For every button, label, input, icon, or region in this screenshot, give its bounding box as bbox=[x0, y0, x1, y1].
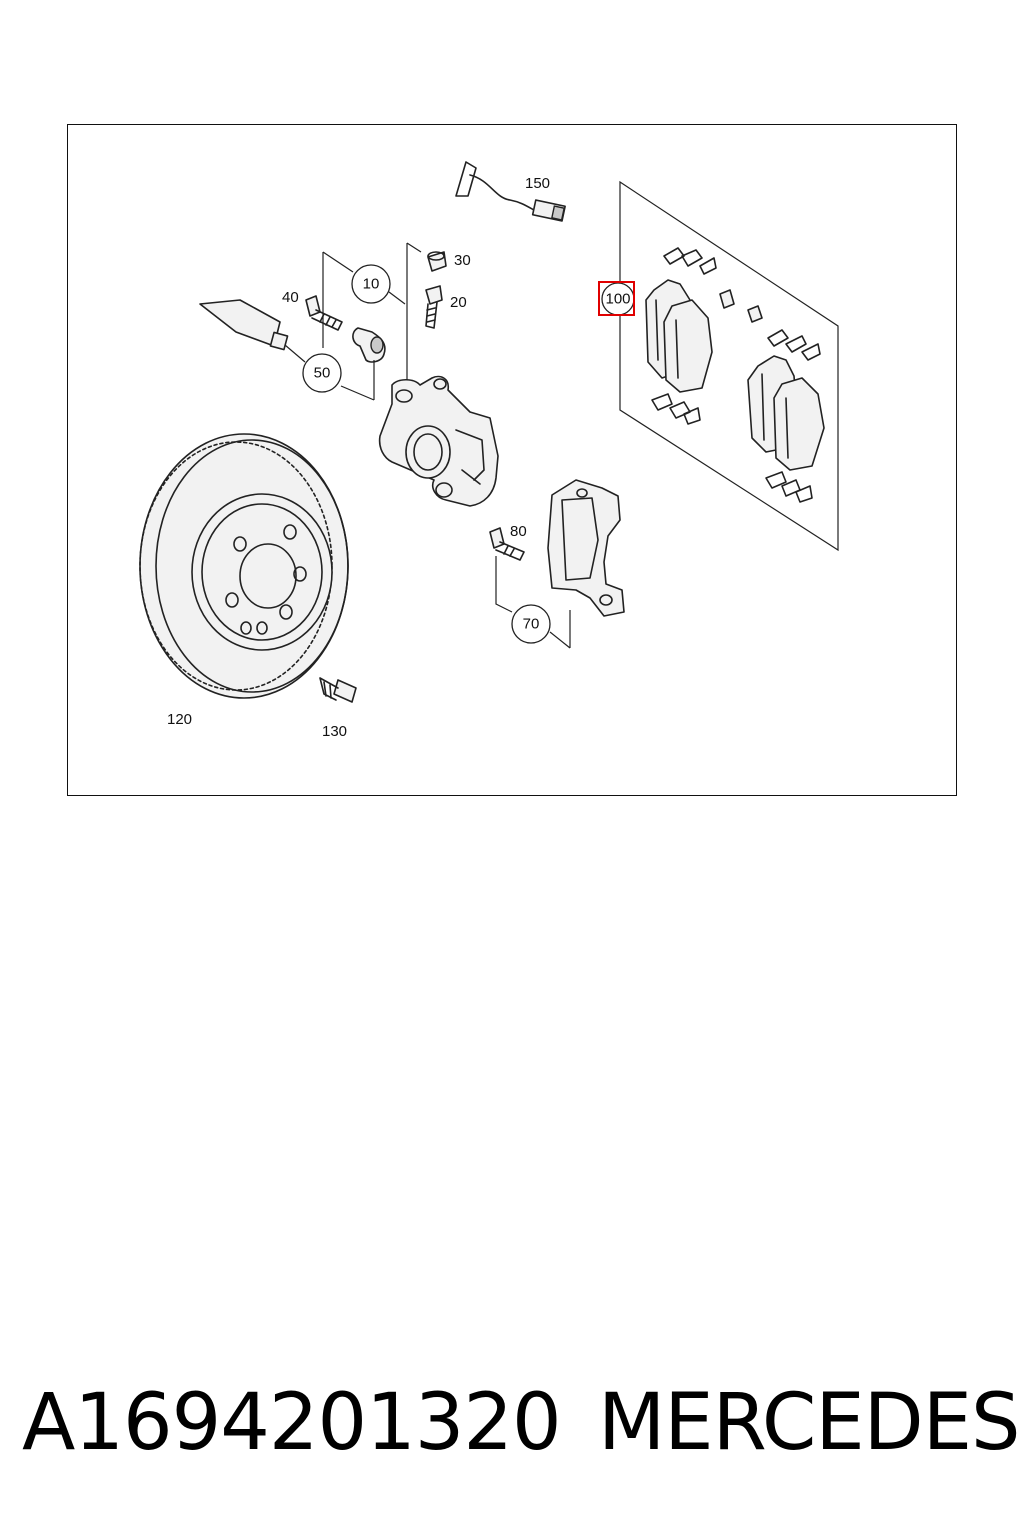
callout-50: 50 bbox=[314, 365, 331, 382]
caliper-carrier-part bbox=[547, 479, 625, 617]
footer: A1694201320 MERCEDES bbox=[22, 1368, 1020, 1478]
brake-disc-part bbox=[139, 433, 349, 699]
callout-100: 100 bbox=[605, 291, 630, 308]
guide-sleeve-part bbox=[352, 327, 386, 363]
label-120: 120 bbox=[167, 711, 192, 728]
guide-bolt-part bbox=[305, 295, 343, 331]
label-150: 150 bbox=[525, 175, 550, 192]
callout-50-group: 50 bbox=[284, 344, 375, 401]
grease-tube-part bbox=[199, 299, 289, 351]
part-number: A1694201320 bbox=[22, 1378, 562, 1468]
callout-70: 70 bbox=[523, 616, 540, 633]
label-130: 130 bbox=[322, 723, 347, 740]
wear-sensor-part bbox=[455, 161, 566, 222]
bleed-screw-part bbox=[425, 285, 443, 329]
callout-10-group: 10 bbox=[322, 242, 422, 382]
brand-name: MERCEDES bbox=[598, 1378, 1020, 1468]
pad-kit-group: 100 bbox=[598, 180, 839, 552]
disc-screw-part bbox=[319, 677, 357, 703]
caliper-housing-part bbox=[378, 375, 499, 507]
label-40: 40 bbox=[282, 289, 299, 306]
callout-10: 10 bbox=[363, 276, 380, 293]
carrier-bolt-part bbox=[489, 527, 525, 561]
label-20: 20 bbox=[450, 294, 467, 311]
label-80: 80 bbox=[510, 523, 527, 540]
highlight-box bbox=[598, 281, 635, 316]
label-30: 30 bbox=[454, 252, 471, 269]
cap-nut-part bbox=[427, 251, 447, 272]
callout-70-group: 70 bbox=[495, 556, 571, 649]
